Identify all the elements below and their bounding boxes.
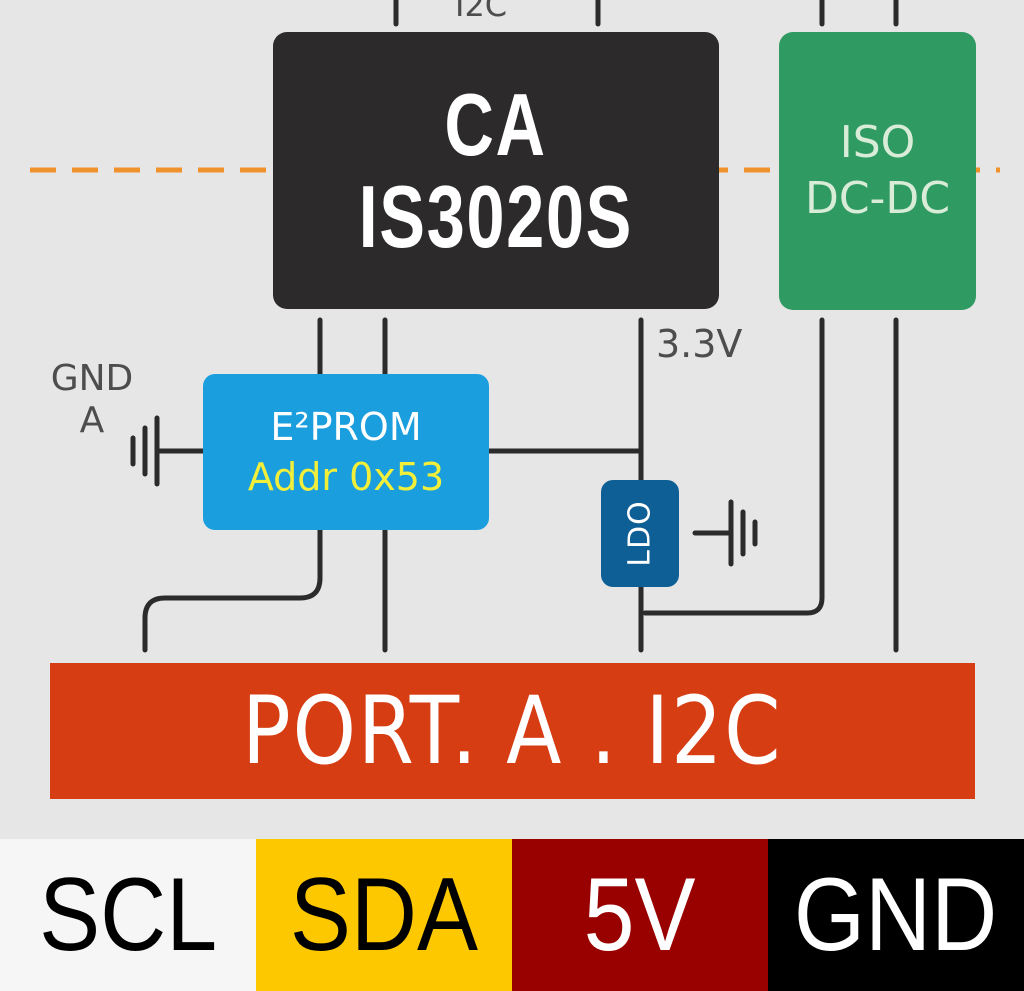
pin-5v: 5V bbox=[512, 839, 768, 991]
gnd-label-line2: A bbox=[79, 400, 105, 441]
iso-label-line2: DC-DC bbox=[804, 173, 951, 224]
iso-dcdc-block: ISO DC-DC bbox=[779, 32, 976, 310]
eeprom-address: Addr 0x53 bbox=[247, 455, 445, 499]
iso-5v-wire bbox=[642, 317, 825, 616]
ldo-block: LDO bbox=[601, 480, 679, 587]
pin-sda-label: SDA bbox=[289, 856, 479, 973]
gnd-a-symbol bbox=[130, 415, 160, 487]
ldo-gnd-symbol bbox=[728, 499, 758, 567]
eeprom-label: E²PROM bbox=[270, 405, 422, 449]
voltage-label: 3.3V bbox=[656, 322, 743, 366]
port-label: PORT. A . I2C bbox=[242, 676, 783, 786]
gnd-a-label: GND A bbox=[32, 358, 152, 442]
i2c-top-label: I2C bbox=[455, 0, 508, 24]
iso-label-line1: ISO bbox=[839, 117, 916, 168]
gnd-label-line1: GND bbox=[50, 358, 134, 399]
pin-scl-label: SCL bbox=[38, 856, 218, 973]
pin-sda: SDA bbox=[256, 839, 512, 991]
pin-legend: SCL SDA 5V GND bbox=[0, 839, 1024, 991]
port-banner: PORT. A . I2C bbox=[50, 663, 975, 799]
eeprom-block: E²PROM Addr 0x53 bbox=[203, 374, 489, 530]
scl-wire bbox=[142, 317, 323, 653]
pin-5v-label: 5V bbox=[584, 856, 696, 973]
chip-label-line2: IS3020S bbox=[358, 166, 634, 266]
ldo-label: LDO bbox=[622, 500, 658, 567]
chip-label-line1: CA bbox=[444, 74, 548, 174]
pin-gnd-label: GND bbox=[794, 856, 998, 973]
pin-gnd: GND bbox=[768, 839, 1024, 991]
ca-is3020s-chip: CA IS3020S bbox=[273, 32, 719, 309]
pin-scl: SCL bbox=[0, 839, 256, 991]
